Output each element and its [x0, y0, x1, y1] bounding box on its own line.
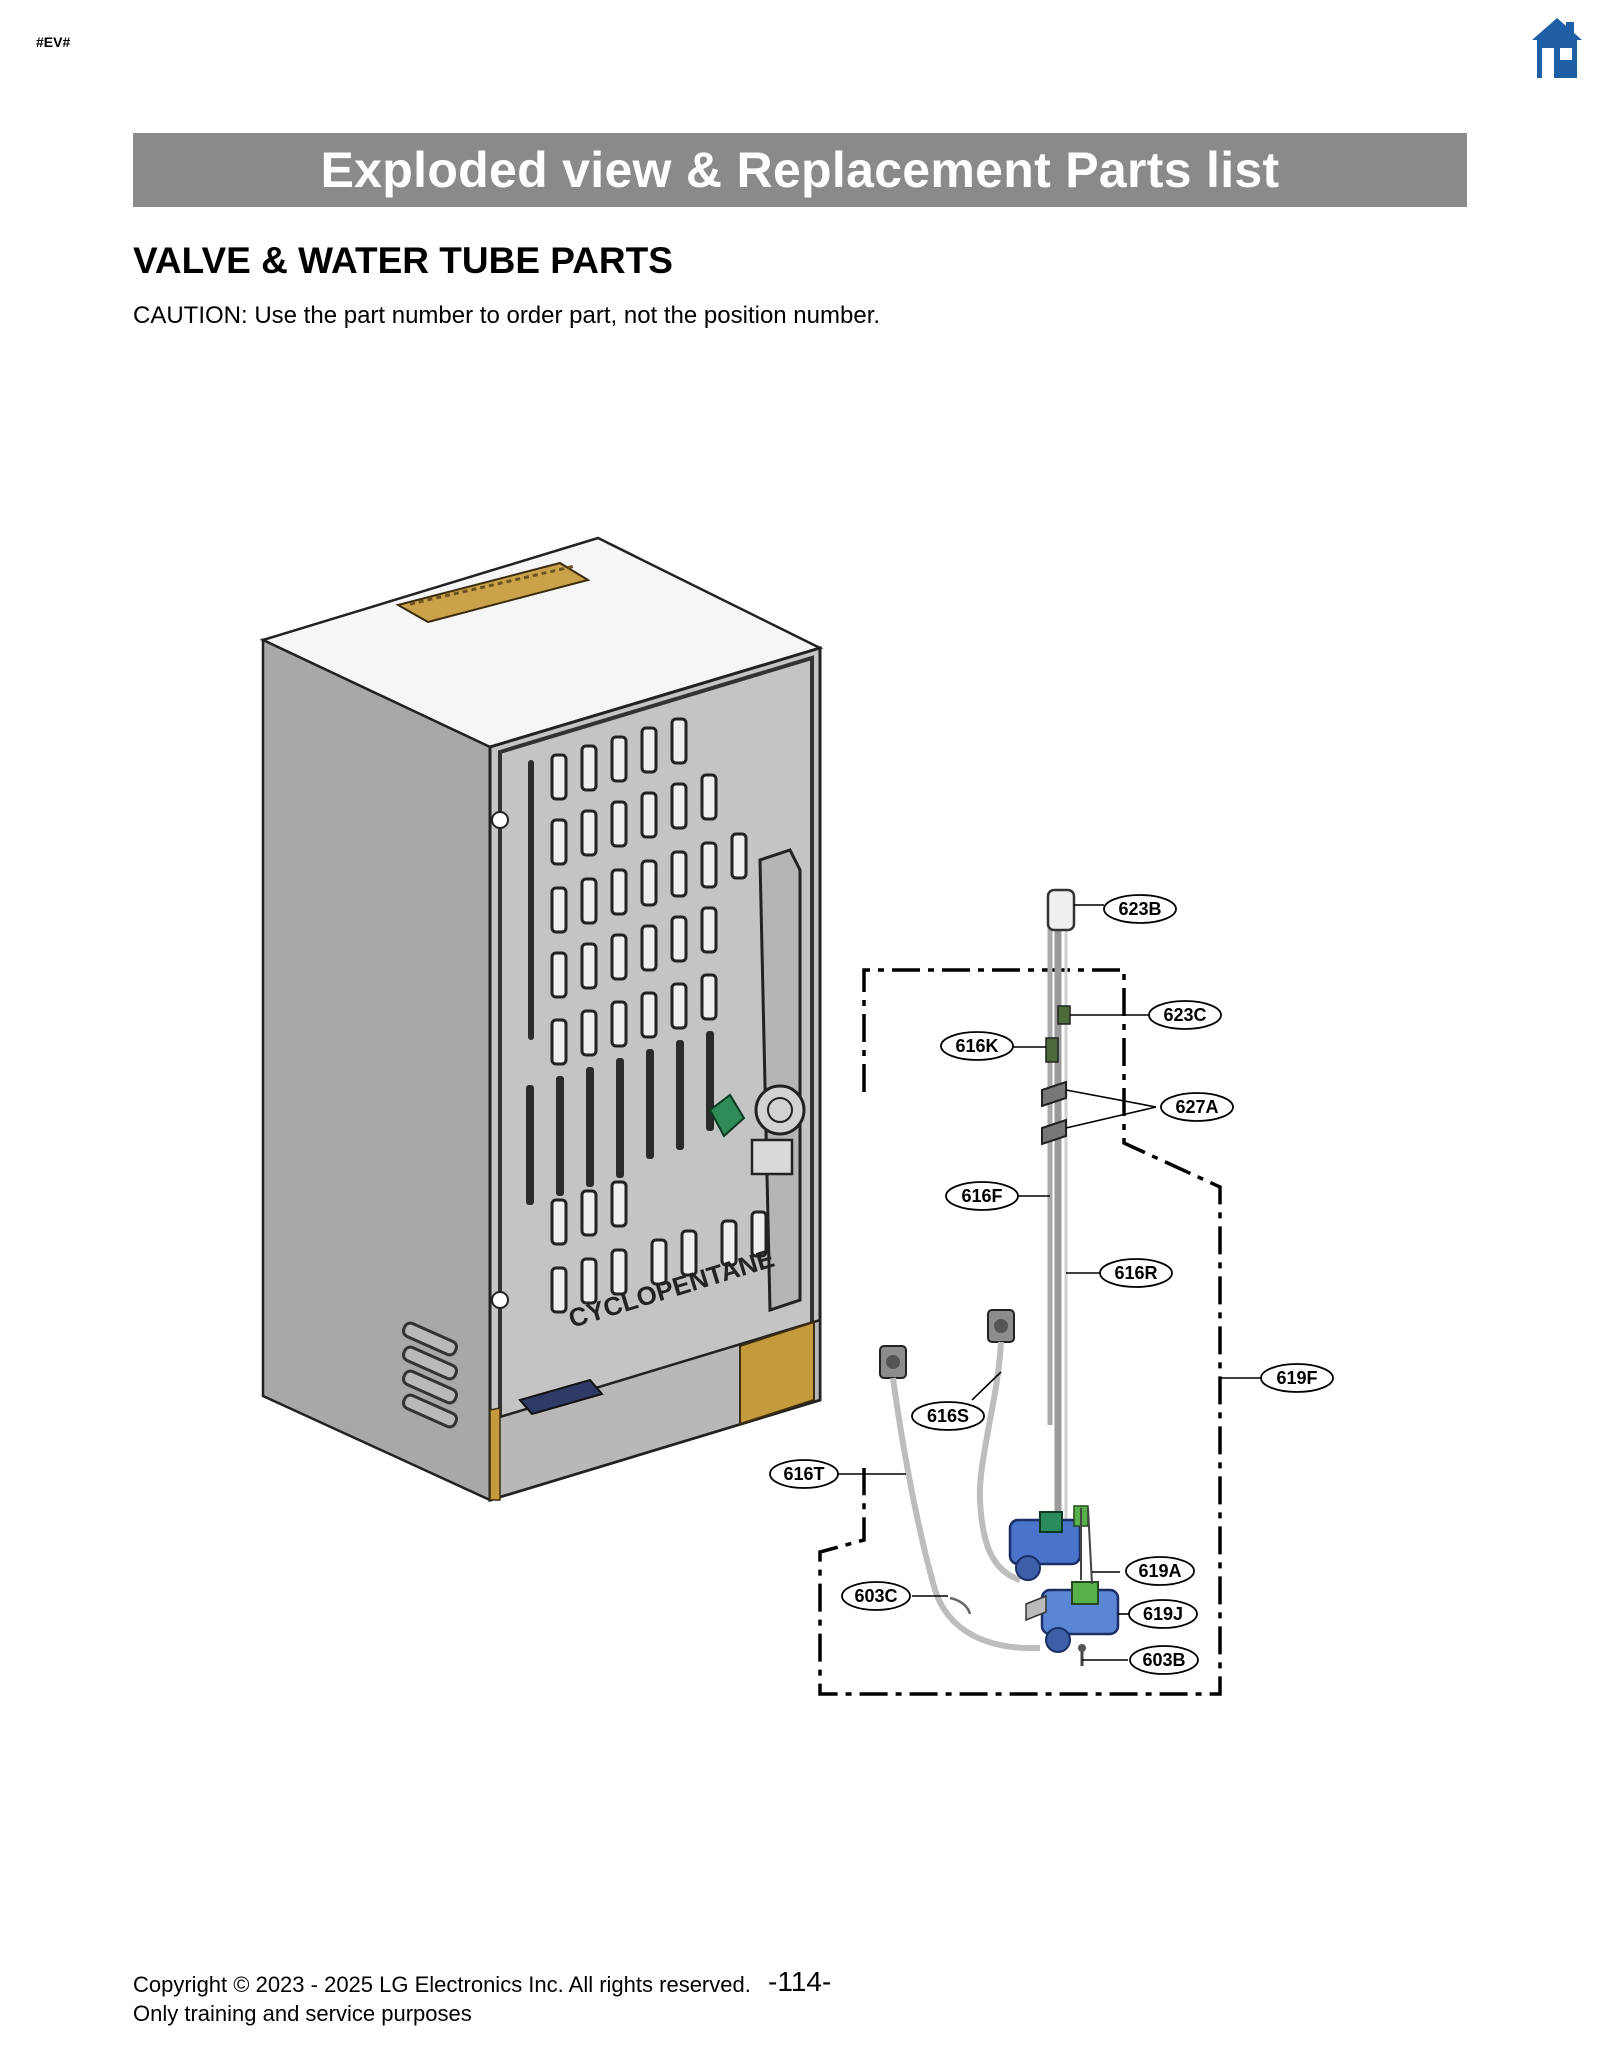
- callout-619j: 619J: [1143, 1604, 1183, 1624]
- home-icon: [1532, 18, 1582, 78]
- callout-623c: 623C: [1163, 1005, 1206, 1025]
- leader-lines: [836, 904, 1262, 1661]
- callout-619f: 619F: [1276, 1368, 1317, 1388]
- part-627a-lower: [1041, 1118, 1067, 1146]
- callout-616k: 616K: [955, 1036, 998, 1056]
- part-619j-valve: [1025, 1581, 1120, 1653]
- caution-note: CAUTION: Use the part number to order pa…: [133, 302, 881, 329]
- callout-603b: 603B: [1142, 1650, 1185, 1670]
- callouts: [769, 894, 1334, 1675]
- section-title: VALVE & WATER TUBE PARTS: [133, 240, 673, 281]
- part-623c: [1057, 1005, 1071, 1025]
- part-616k: [1045, 1037, 1059, 1063]
- callout-627a: 627A: [1175, 1097, 1218, 1117]
- page-number: -114-: [768, 1966, 832, 1997]
- part-627a-upper: [1041, 1080, 1067, 1108]
- callout-603c: 603C: [854, 1586, 897, 1606]
- footer-note: Only training and service purposes: [133, 2001, 472, 2026]
- callout-623b: 623B: [1118, 899, 1161, 919]
- document-tag: #EV#: [36, 34, 71, 50]
- home-button[interactable]: [1530, 16, 1584, 80]
- callout-616f: 616F: [961, 1186, 1002, 1206]
- callout-619a: 619A: [1138, 1561, 1181, 1581]
- footer-copyright: Copyright © 2023 - 2025 LG Electronics I…: [133, 1972, 751, 1997]
- part-619a-valve: [1008, 1505, 1089, 1581]
- part-603c: [949, 1596, 972, 1615]
- part-603b-screw: [1078, 1644, 1086, 1666]
- page-banner: Exploded view & Replacement Parts list: [133, 133, 1467, 207]
- callout-616t: 616T: [783, 1464, 824, 1484]
- assembly-boundary: [818, 968, 1222, 1696]
- callout-616r: 616R: [1114, 1263, 1157, 1283]
- part-623b: [1046, 888, 1076, 932]
- refrigerator-cabinet: CYCLOPENTANE: [259, 536, 824, 1503]
- water-tube-assembly: [879, 888, 1120, 1666]
- callout-616s: 616S: [927, 1406, 969, 1426]
